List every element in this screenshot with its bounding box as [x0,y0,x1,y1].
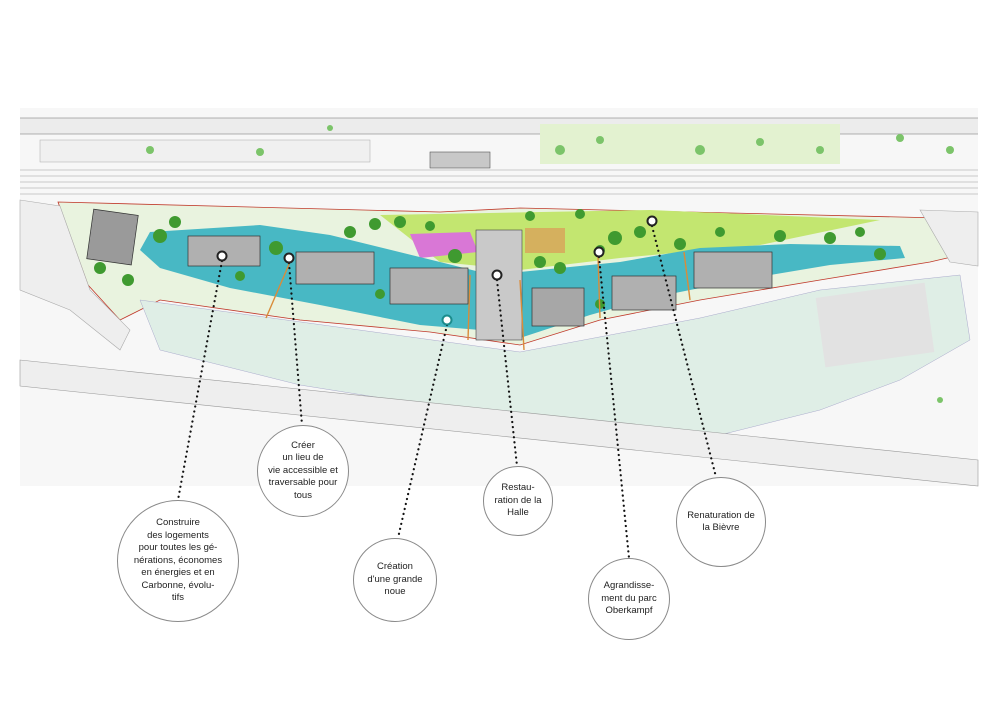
leader-line-lieu-de-vie [287,261,304,427]
bottom-road [19,359,979,487]
marker-halle [491,269,503,281]
riverside-hatch [139,274,971,441]
annotation-parc-label: Agrandisse- ment du parc Oberkampf [601,580,657,617]
annotation-logements-label: Construire des logements pour toutes les… [133,517,223,604]
site-trees [94,209,886,309]
annotation-bievre-label: Renaturation de la Bièvre [687,509,755,534]
leader-line-logements [176,259,224,502]
annotation-noue: Création d'une grande noue [353,538,437,622]
marker-bievre [646,215,658,227]
marker-logements [216,250,228,262]
location-markers [216,215,658,326]
footpaths [265,251,691,351]
marker-parc [593,246,605,258]
tan-surface [525,228,565,253]
top-right-lawn [540,124,840,164]
leader-line-noue [396,323,449,540]
station-building [429,151,491,169]
annotation-bievre: Renaturation de la Bièvre [676,477,766,567]
annotation-logements: Construire des logements pour toutes les… [117,500,239,622]
annotation-lieu-de-vie-label: Créer un lieu de vie accessible et trave… [268,439,338,501]
site-plan-base [19,108,979,487]
annotation-parc: Agrandisse- ment du parc Oberkampf [588,558,670,640]
parking-strip [39,139,371,163]
halle-square [475,229,523,341]
marker-lieu-de-vie [283,252,295,264]
right-road [919,209,979,267]
pink-garden [410,232,478,258]
marker-noue [441,314,453,326]
left-road [19,199,131,351]
railway [20,169,978,195]
annotation-lieu-de-vie: Créer un lieu de vie accessible et trave… [257,425,349,517]
annotation-halle-label: Restau- ration de la Halle [494,482,542,519]
annotation-noue-label: Création d'une grande noue [367,561,423,598]
leader-line-halle [495,278,519,468]
leader-line-parc [597,255,631,560]
leader-lines [176,224,718,560]
annotation-halle: Restau- ration de la Halle [483,466,553,536]
grey-parcel [815,282,935,368]
